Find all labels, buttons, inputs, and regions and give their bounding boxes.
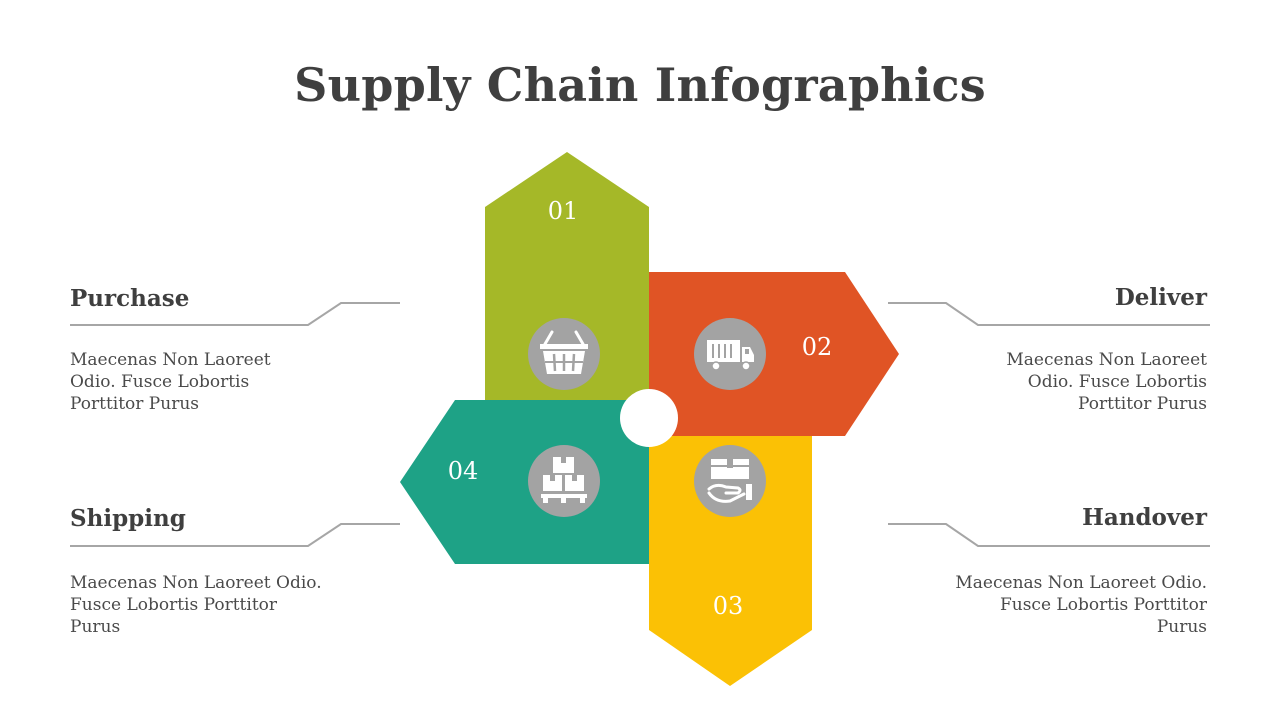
shipping-heading: Shipping bbox=[70, 505, 186, 532]
arrow-step-03 bbox=[649, 436, 812, 686]
description-line: Odio. Fusce Lobortis bbox=[1027, 372, 1207, 392]
description-line: Purus bbox=[70, 617, 121, 637]
description-line: Maecenas Non Laoreet bbox=[1006, 350, 1207, 370]
arrow-step-04 bbox=[400, 400, 649, 564]
description-line: Fusce Lobortis Porttitor bbox=[999, 595, 1207, 615]
purchase-heading: Purchase bbox=[70, 285, 190, 312]
description-line: Maecenas Non Laoreet Odio. bbox=[955, 573, 1207, 593]
step-number-02: 02 bbox=[802, 333, 833, 361]
description-line: Odio. Fusce Lobortis bbox=[70, 372, 250, 392]
connector-handover bbox=[888, 523, 1210, 547]
shipping-description: Maecenas Non Laoreet Odio. Fusce Loborti… bbox=[70, 572, 350, 638]
description-line: Fusce Lobortis Porttitor bbox=[70, 595, 278, 615]
description-line: Maecenas Non Laoreet bbox=[70, 350, 271, 370]
step-number-03: 03 bbox=[713, 592, 744, 620]
purchase-description: Maecenas Non Laoreet Odio. Fusce Loborti… bbox=[70, 349, 330, 415]
handover-heading: Handover bbox=[1082, 504, 1207, 531]
connector-purchase bbox=[70, 302, 400, 326]
step-number-04: 04 bbox=[448, 457, 479, 485]
shopping-basket-icon bbox=[528, 318, 600, 390]
description-line: Maecenas Non Laoreet Odio. bbox=[70, 573, 322, 593]
center-hub bbox=[620, 389, 678, 447]
arrow-step-01 bbox=[485, 152, 649, 400]
deliver-heading: Deliver bbox=[1114, 284, 1207, 311]
delivery-truck-icon bbox=[694, 318, 766, 390]
box-in-hand-icon bbox=[694, 445, 766, 517]
arrow-step-02 bbox=[649, 272, 899, 436]
connector-shipping bbox=[70, 523, 400, 547]
description-line: Porttitor Purus bbox=[70, 394, 199, 414]
description-line: Purus bbox=[1156, 617, 1207, 637]
deliver-description: Maecenas Non Laoreet Odio. Fusce Loborti… bbox=[947, 349, 1207, 415]
step-number-01: 01 bbox=[548, 197, 579, 225]
handover-description: Maecenas Non Laoreet Odio. Fusce Loborti… bbox=[927, 572, 1207, 638]
page-title: Supply Chain Infographics bbox=[294, 58, 986, 112]
stacked-boxes-icon bbox=[528, 445, 600, 517]
description-line: Porttitor Purus bbox=[1078, 394, 1207, 414]
connector-deliver bbox=[888, 302, 1210, 326]
